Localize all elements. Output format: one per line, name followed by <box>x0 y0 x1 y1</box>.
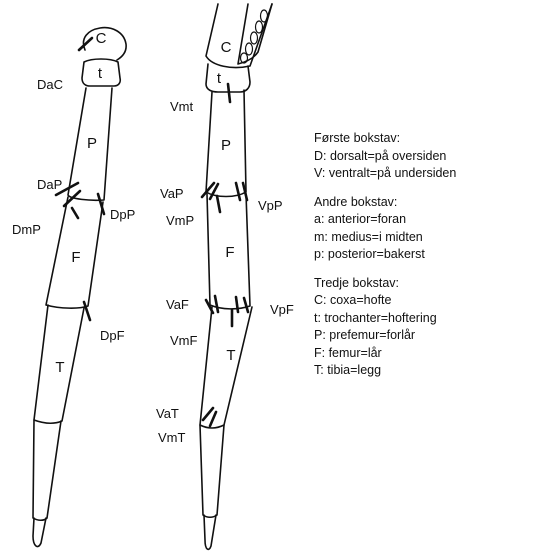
label-dap: DaP <box>37 177 62 192</box>
label-vmt: Vmt <box>170 99 194 114</box>
right-leg-tibia <box>200 307 252 428</box>
label-dac: DaC <box>37 77 63 92</box>
seta-dpf <box>84 302 90 320</box>
legend-item: C: coxa=hofte <box>314 292 540 310</box>
label-vpp: VpP <box>258 198 283 213</box>
legend-item: m: medius=i midten <box>314 229 540 247</box>
seta-vpf-2 <box>244 298 248 312</box>
legend-third-title: Tredje bokstav: <box>314 275 540 293</box>
legend-third-letter: Tredje bokstav: C: coxa=hofte t: trochan… <box>314 275 540 380</box>
seta-vpf <box>236 297 238 312</box>
right-leg-claw <box>204 515 216 549</box>
legend-item: t: trochanter=hoftering <box>314 310 540 328</box>
label-dpf: DpF <box>100 328 125 343</box>
legend-item: T: tibia=legg <box>314 362 540 380</box>
legend-item: F: femur=lår <box>314 345 540 363</box>
label-vmt-tibia: VmT <box>158 430 186 445</box>
left-leg <box>33 28 126 547</box>
right-femur-letter: F <box>225 244 234 261</box>
seta-vmt-tibia <box>210 412 216 426</box>
left-leg-setae <box>56 38 104 320</box>
label-vap: VaP <box>160 186 184 201</box>
seta-dmp <box>72 208 78 218</box>
right-trochanter-letter: t <box>217 70 222 87</box>
legend-second-title: Andre bokstav: <box>314 194 540 212</box>
label-vmf: VmF <box>170 333 198 348</box>
left-trochanter-letter: t <box>98 65 103 82</box>
legend-item: D: dorsalt=på oversiden <box>314 148 540 166</box>
label-dpp: DpP <box>110 207 135 222</box>
left-coxa-letter: C <box>96 30 107 47</box>
left-tibia-letter: T <box>55 359 64 376</box>
right-tibia-letter: T <box>226 347 235 364</box>
legend-first-title: Første bokstav: <box>314 130 540 148</box>
left-leg-tarsus <box>33 420 61 520</box>
left-prefemur-letter: P <box>87 135 97 152</box>
seta-vmt <box>228 84 230 102</box>
legend-second-letter: Andre bokstav: a: anterior=foran m: medi… <box>314 194 540 264</box>
abbreviation-legend: Første bokstav: D: dorsalt=på oversiden … <box>314 130 540 391</box>
legend-first-letter: Første bokstav: D: dorsalt=på oversiden … <box>314 130 540 183</box>
left-leg-claw <box>33 518 46 547</box>
legend-item: p: posterior=bakerst <box>314 246 540 264</box>
label-vaf: VaF <box>166 297 189 312</box>
label-vpf: VpF <box>270 302 294 317</box>
seta-dac <box>79 38 92 50</box>
seta-vpp <box>236 183 240 200</box>
right-leg-tarsus <box>200 425 224 517</box>
seta-vmp <box>217 196 220 212</box>
label-dmp: DmP <box>12 222 41 237</box>
legend-item: P: prefemur=forlår <box>314 327 540 345</box>
right-prefemur-letter: P <box>221 137 231 154</box>
label-vmp: VmP <box>166 213 194 228</box>
right-coxa-letter: C <box>221 39 232 56</box>
right-leg <box>200 4 272 549</box>
seta-vat <box>203 408 213 420</box>
seta-vaf-2 <box>215 296 218 312</box>
legend-item: V: ventralt=på undersiden <box>314 165 540 183</box>
left-femur-letter: F <box>71 249 80 266</box>
label-vat: VaT <box>156 406 179 421</box>
legend-item: a: anterior=foran <box>314 211 540 229</box>
